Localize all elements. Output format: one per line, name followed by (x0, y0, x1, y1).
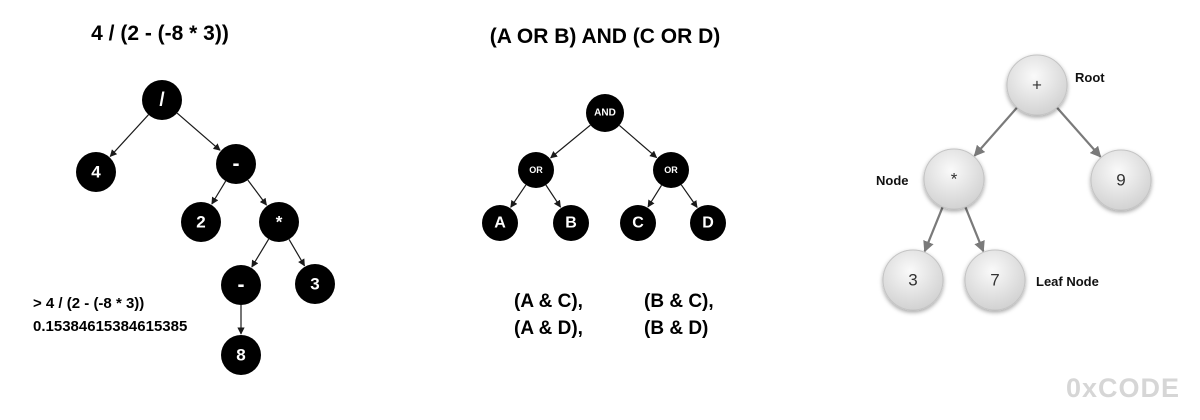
expr-node-label: - (238, 274, 245, 297)
struct-node-label: + (1032, 76, 1042, 95)
bool-node-label: OR (664, 165, 678, 175)
edge-n5-n6 (251, 238, 270, 268)
edge-s1-s3 (1056, 106, 1102, 158)
struct-node-4: 3 (882, 249, 944, 311)
expression-title: 4 / (2 - (-8 * 3)) (91, 22, 229, 45)
expr-node-7: 3 (295, 264, 335, 304)
struct-node-2: * (923, 148, 985, 210)
expr-node-6: - (221, 265, 261, 305)
struct-node-circle (1090, 149, 1152, 211)
edge-b3-b7 (680, 184, 698, 208)
bool-node-7: D (690, 205, 726, 241)
node-label: Node (876, 173, 909, 188)
bool-node-label: A (494, 215, 506, 232)
edge-n3-n4 (211, 180, 227, 205)
structure-edges (923, 106, 1102, 253)
combo-a-d: (A & D), (514, 318, 583, 339)
struct-node-circle (882, 249, 944, 311)
bool-node-5: B (553, 205, 589, 241)
struct-node-label: 9 (1116, 171, 1125, 190)
root-label: Root (1075, 70, 1105, 85)
expr-node-circle (221, 335, 261, 375)
expr-node-circle (142, 80, 182, 120)
structure-tree: + * 9 3 7 Root Node Leaf Node (876, 54, 1152, 311)
bool-node-label: AND (594, 108, 616, 119)
console-output-line: 0.15384615384615385 (33, 318, 187, 335)
bool-node-circle (586, 94, 624, 132)
edge-s1-s2 (973, 106, 1018, 157)
bool-node-circle (653, 152, 689, 188)
expression-nodes: / 4 - 2 * - 3 8 (76, 80, 335, 375)
struct-node-circle (1006, 54, 1068, 116)
expression-edges (109, 112, 306, 335)
expr-node-label: 8 (236, 346, 245, 365)
expr-node-8: 8 (221, 335, 261, 375)
struct-node-label: * (951, 170, 958, 189)
boolean-title: (A OR B) AND (C OR D) (490, 25, 721, 48)
edge-b2-b5 (545, 184, 562, 208)
bool-node-3: OR (653, 152, 689, 188)
bool-node-4: A (482, 205, 518, 241)
combo-b-c: (B & C), (644, 291, 714, 312)
edge-s2-s4 (923, 206, 944, 253)
edge-b3-b6 (647, 184, 663, 208)
edge-n3-n5 (247, 179, 267, 206)
struct-node-circle (964, 249, 1026, 311)
bool-node-2: OR (518, 152, 554, 188)
bool-node-circle (518, 152, 554, 188)
expr-node-circle (76, 152, 116, 192)
expr-node-label: / (159, 90, 165, 111)
struct-node-3: 9 (1090, 149, 1152, 211)
bool-node-1: AND (586, 94, 624, 132)
leaf-node-label: Leaf Node (1036, 274, 1099, 289)
expr-node-label: * (276, 213, 283, 232)
boolean-nodes: AND OR OR A B C D (482, 94, 726, 241)
bool-node-circle (482, 205, 518, 241)
expr-node-5: * (259, 202, 299, 242)
edge-b1-b3 (619, 124, 658, 159)
edge-s2-s5 (964, 206, 985, 253)
edge-n5-n7 (288, 238, 306, 267)
bool-node-label: C (632, 215, 644, 232)
edge-n1-n3 (176, 112, 221, 151)
expr-node-circle (295, 264, 335, 304)
watermark-logo: 0xCODE (1066, 373, 1180, 403)
expr-node-4: 2 (181, 202, 221, 242)
expression-tree: 4 / (2 - (-8 * 3)) / 4 - 2 * - 3 8 > 4 / (2 - (… (33, 22, 335, 375)
edge-n1-n2 (109, 114, 149, 158)
struct-node-label: 7 (990, 271, 999, 290)
struct-node-label: 3 (908, 271, 917, 290)
combo-b-d: (B & D) (644, 318, 708, 339)
expr-node-1: / (142, 80, 182, 120)
expr-node-label: 3 (310, 275, 319, 294)
expr-node-circle (221, 265, 261, 305)
expr-node-3: - (216, 144, 256, 184)
struct-node-1: + (1006, 54, 1068, 116)
bool-node-circle (620, 205, 656, 241)
bool-node-circle (553, 205, 589, 241)
struct-node-5: 7 (964, 249, 1026, 311)
expr-node-label: - (233, 153, 240, 176)
expr-node-label: 2 (196, 213, 205, 232)
console-input-line: > 4 / (2 - (-8 * 3)) (33, 295, 144, 312)
edge-b2-b4 (510, 184, 527, 208)
structure-nodes: + * 9 3 7 (882, 54, 1152, 311)
bool-node-label: B (565, 215, 577, 232)
bool-node-label: D (702, 215, 714, 232)
bool-node-6: C (620, 205, 656, 241)
expr-node-circle (216, 144, 256, 184)
boolean-tree: (A OR B) AND (C OR D) AND OR OR A B C D (A & C… (482, 25, 726, 339)
boolean-edges (510, 124, 698, 208)
edge-b1-b2 (550, 124, 591, 159)
struct-node-circle (923, 148, 985, 210)
combo-a-c: (A & C), (514, 291, 583, 312)
expr-node-circle (259, 202, 299, 242)
bool-node-circle (690, 205, 726, 241)
expr-node-label: 4 (91, 163, 101, 182)
bool-node-label: OR (529, 165, 543, 175)
expr-node-2: 4 (76, 152, 116, 192)
expr-node-circle (181, 202, 221, 242)
